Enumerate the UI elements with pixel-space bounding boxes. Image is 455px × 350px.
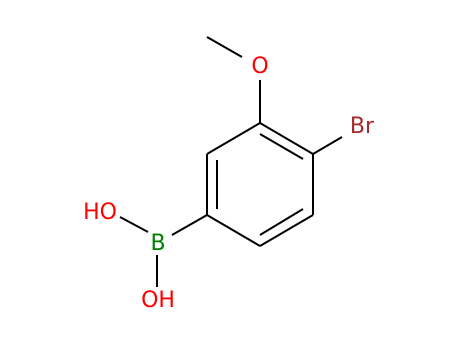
bromine-label: Br [350, 114, 375, 139]
ring-bond-4 [206, 214, 261, 247]
ring-double-bond-2 [259, 208, 304, 236]
boron-label: B [150, 231, 165, 256]
ring-bond-6 [206, 122, 261, 155]
bond-boron-oh-top [119, 216, 149, 233]
ring-double-bond-1 [259, 133, 304, 160]
bond-methyl-oxygen [206, 36, 243, 58]
hydroxyl-top-label: HO [83, 200, 117, 225]
ring-bond-1 [259, 122, 314, 155]
bond-ring-bromine [312, 136, 343, 155]
methoxy-oxygen-label: O [251, 54, 268, 79]
bond-ring-boron [171, 214, 208, 236]
hydroxyl-bottom-label: OH [141, 288, 175, 313]
ring-bond-3 [259, 214, 314, 247]
